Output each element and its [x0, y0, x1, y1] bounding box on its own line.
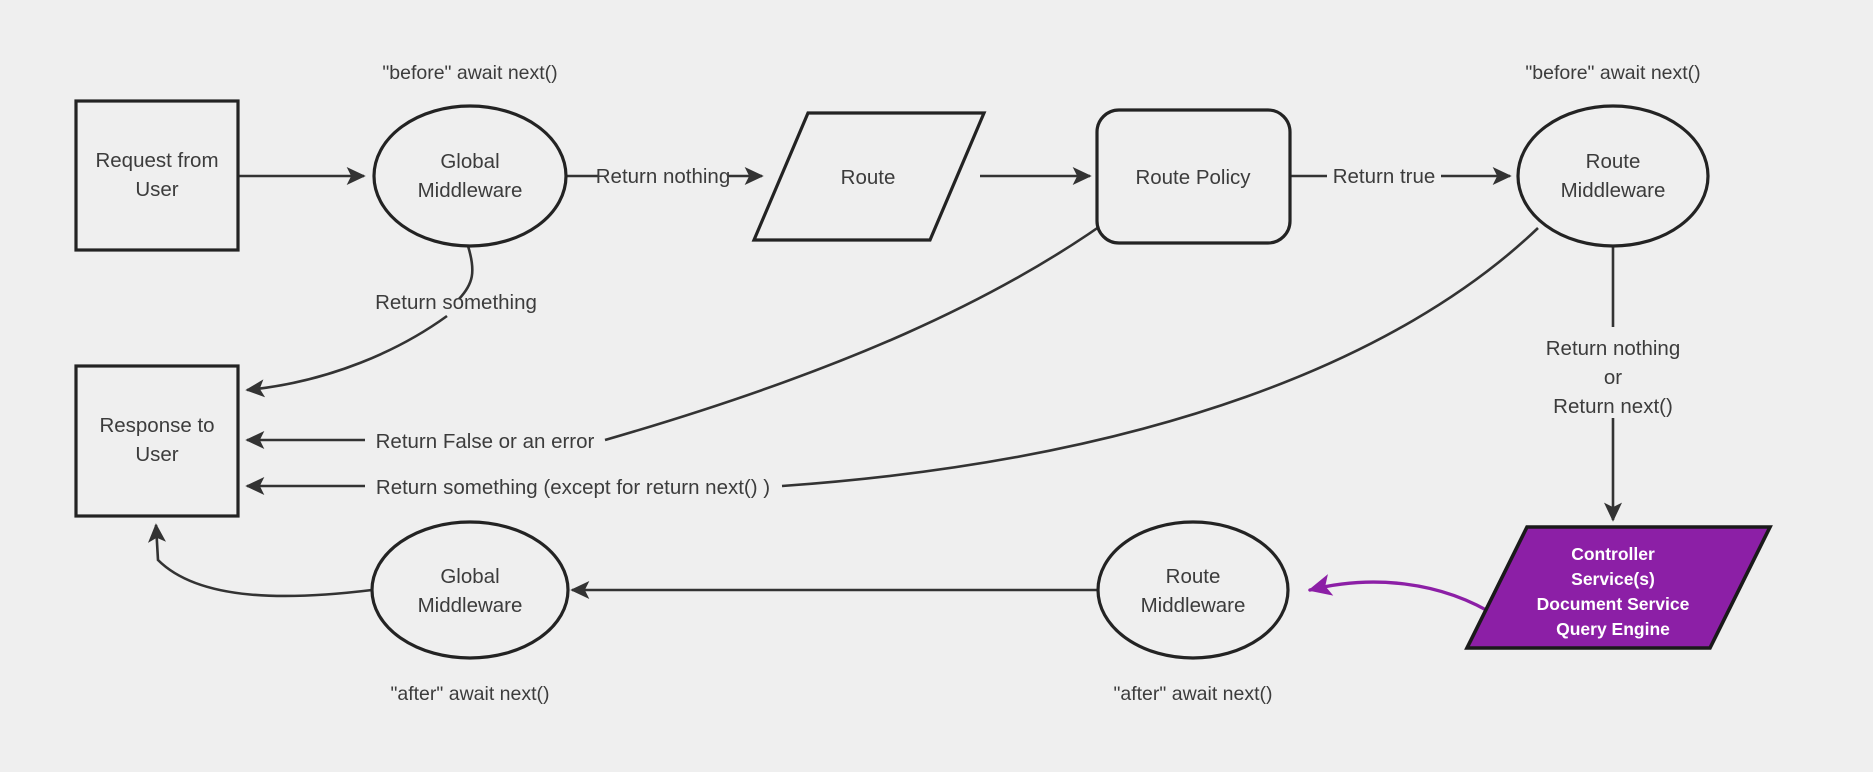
node-request-from-user[interactable] [74, 99, 240, 252]
edge-global-middleware-bottom-to-response [147, 523, 373, 598]
node-controller-services-label-line4: Query Engine [1556, 619, 1670, 639]
node-global-middleware-top[interactable] [372, 104, 568, 248]
annotation-before-await-next-left: "before" await next() [382, 62, 557, 84]
edge-label-return-false-or-error: Return False or an error [376, 430, 595, 453]
edge-label-return-something-top: Return something [375, 291, 537, 314]
edge-controller-to-route-middleware-bottom [1307, 574, 1500, 619]
node-global-middleware-bottom[interactable] [370, 520, 570, 660]
edge-label-return-something-except: Return something (except for return next… [376, 476, 770, 499]
node-global-middleware-top-label-line1: Global [440, 150, 499, 173]
annotation-before-await-next-right: "before" await next() [1525, 62, 1700, 84]
annotation-after-await-next-right: "after" await next() [1113, 683, 1272, 705]
edge-label-return-true: Return true [1333, 165, 1436, 188]
node-route-middleware-top-label-line1: Route [1586, 150, 1641, 173]
node-controller-services-label-line3: Document Service [1537, 594, 1690, 614]
node-route[interactable] [751, 111, 987, 242]
node-route-middleware-top[interactable] [1516, 104, 1710, 248]
edge-label-return-nothing: Return nothing [596, 165, 730, 188]
edge-global-middleware-return-something-upper [458, 245, 474, 300]
annotation-after-await-next-left: "after" await next() [390, 683, 549, 705]
node-request-from-user-label-line2: User [135, 178, 178, 201]
edge-label-return-nothing-or-next-line2: or [1604, 366, 1622, 389]
node-global-middleware-bottom-label-line1: Global [440, 565, 499, 588]
node-controller-services-label-line2: Service(s) [1571, 569, 1655, 589]
node-controller-services[interactable] [1464, 525, 1773, 650]
node-route-middleware-bottom-label-line2: Middleware [1141, 594, 1246, 617]
node-controller-services-label-line1: Controller [1571, 544, 1655, 564]
node-route-policy[interactable] [1095, 108, 1292, 245]
edge-route-middleware-to-label-except [781, 227, 1539, 488]
node-response-to-user-label-line1: Response to [99, 414, 214, 437]
edge-label-return-nothing-or-next-line1: Return nothing [1546, 337, 1680, 360]
node-global-middleware-top-label-line2: Middleware [418, 179, 523, 202]
node-route-policy-label: Route Policy [1135, 166, 1251, 189]
edge-global-middleware-return-something-lower [245, 314, 448, 398]
node-route-label: Route [841, 166, 896, 189]
node-global-middleware-bottom-label-line2: Middleware [418, 594, 523, 617]
edge-label-return-nothing-or-next-line3: Return next() [1553, 395, 1673, 418]
node-response-to-user[interactable] [74, 364, 240, 518]
edge-route-policy-to-label-false [604, 210, 1121, 442]
node-route-middleware-bottom[interactable] [1096, 520, 1290, 660]
node-response-to-user-label-line2: User [135, 443, 178, 466]
node-route-middleware-bottom-label-line1: Route [1166, 565, 1221, 588]
node-route-middleware-top-label-line2: Middleware [1561, 179, 1666, 202]
node-request-from-user-label-line1: Request from [95, 149, 218, 172]
